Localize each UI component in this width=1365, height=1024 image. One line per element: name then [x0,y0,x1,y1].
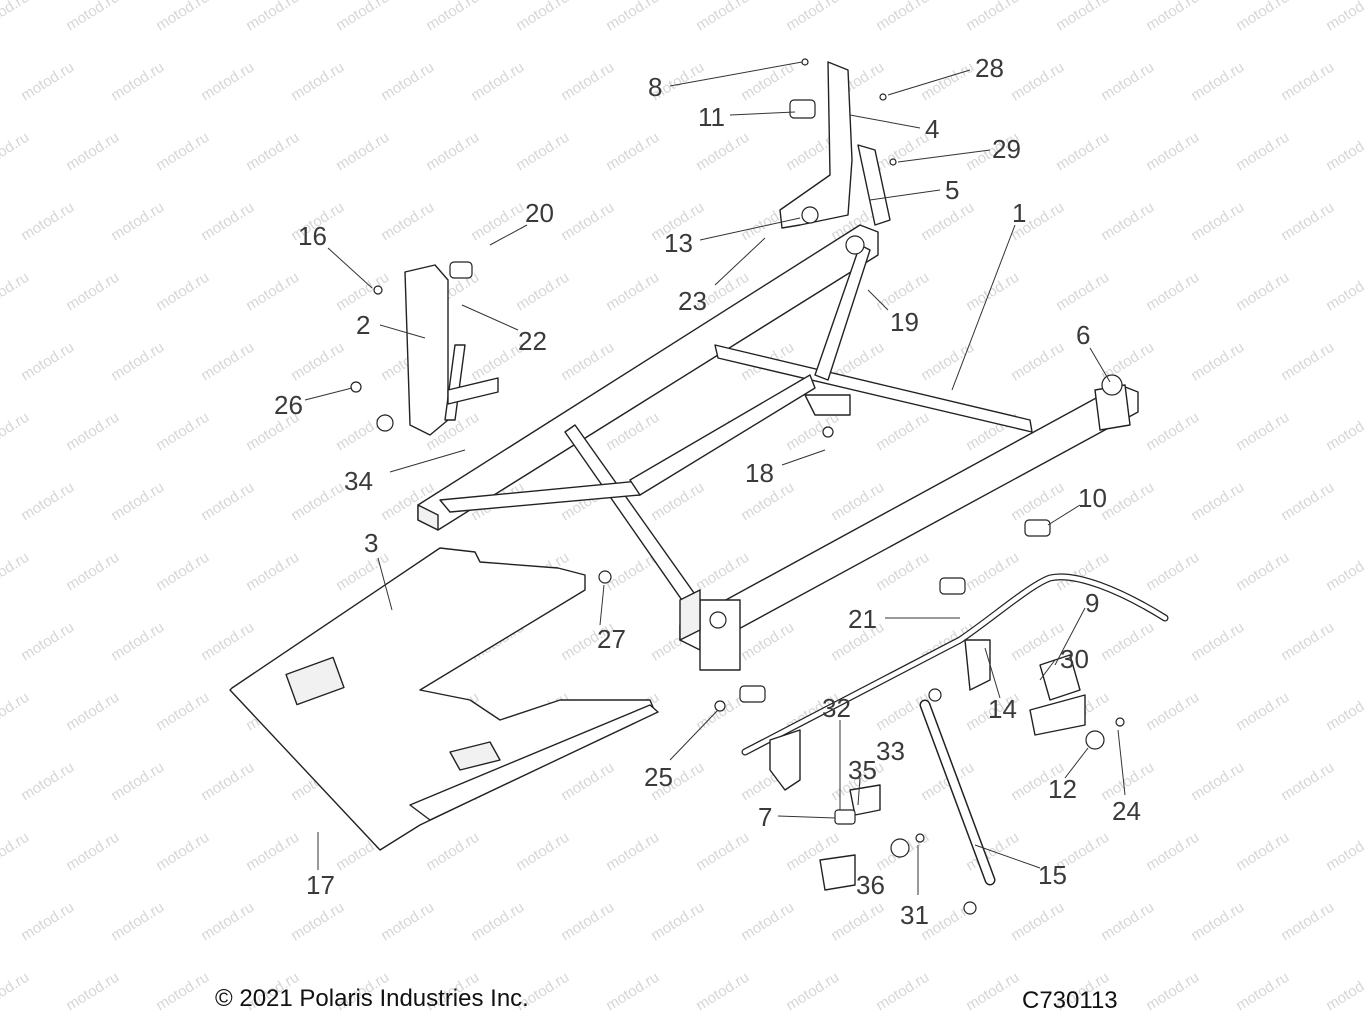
callout-29: 29 [992,134,1021,164]
callout-9: 9 [1085,588,1100,618]
gas-strut [919,688,996,915]
callout-27: 27 [597,624,626,654]
callout-16: 16 [298,221,327,251]
callout-10: 10 [1078,483,1107,513]
callout-13: 13 [664,228,693,258]
callout-36: 36 [856,870,885,900]
callout-28: 28 [975,53,1004,83]
drawing-number: C730113 [1022,987,1118,1014]
callout-18: 18 [745,458,774,488]
callout-1: 1 [1012,198,1027,228]
copyright-notice: © 2021 Polaris Industries Inc. [215,985,529,1012]
callout-2: 2 [356,310,371,340]
mounts-hardware [350,58,1125,891]
callout-24: 24 [1112,796,1141,826]
right-bracket [779,61,891,229]
left-bracket [376,261,499,436]
callout-26: 26 [274,390,303,420]
callout-30: 30 [1060,644,1089,674]
callout-17: 17 [306,870,335,900]
callout-11: 11 [698,102,725,132]
callout-20: 20 [525,198,554,228]
callout-3: 3 [364,528,379,558]
callout-6: 6 [1076,320,1091,350]
callout-31: 31 [900,900,929,930]
callout-35: 35 [848,755,877,785]
callout-21: 21 [848,604,877,634]
callout-12: 12 [1048,774,1077,804]
stabilizer-bar [741,573,1169,791]
callout-19: 19 [890,307,919,337]
callout-34: 34 [344,466,373,496]
callout-4: 4 [925,114,940,144]
leader-lines [304,61,1126,895]
callout-32: 32 [822,693,851,723]
main-frame [417,224,1139,671]
callout-33: 33 [876,736,905,766]
callout-25: 25 [644,762,673,792]
callout-23: 23 [678,286,707,316]
callout-7: 7 [758,802,773,832]
callout-14: 14 [988,694,1017,724]
skid-plate [229,547,659,851]
callout-22: 22 [518,326,547,356]
callout-8: 8 [648,72,663,102]
callout-15: 15 [1038,860,1067,890]
callout-5: 5 [945,175,960,205]
